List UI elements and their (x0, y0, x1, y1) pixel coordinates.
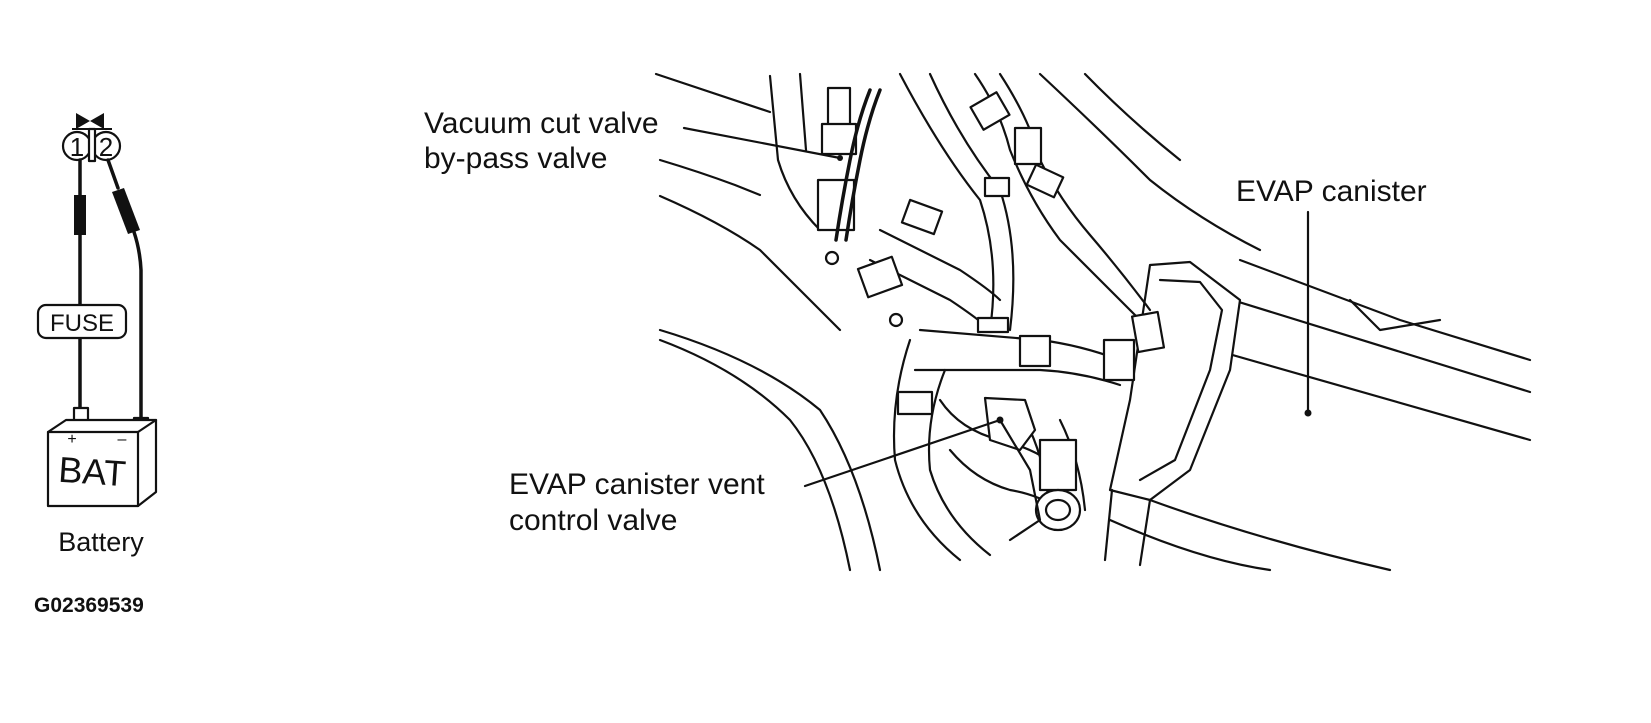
test-probe-1 (74, 195, 86, 235)
callout-vent-control-valve: EVAP canister vent control valve (509, 416, 1004, 537)
callout-vacuum-line-2: by-pass valve (424, 142, 607, 175)
connector-pin-2: 2 (99, 132, 113, 162)
evap-vent-control-valve (983, 396, 1082, 542)
connector-symbol: 1 2 (61, 113, 122, 163)
callout-vent-line-1: EVAP canister vent (509, 468, 765, 501)
battery-test-circuit: 1 2 FUSE + – BA (36, 113, 158, 557)
evap-hoses (868, 72, 1152, 562)
probe-wire-1 (74, 158, 86, 412)
evap-canister (1103, 260, 1242, 567)
callout-vacuum-cut-valve: Vacuum cut valve by-pass valve (424, 107, 843, 175)
leader-dot-vacuum (837, 155, 843, 161)
callout-evap-canister: EVAP canister (1236, 175, 1427, 417)
callout-canister-label: EVAP canister (1236, 175, 1427, 208)
battery-minus-sign: – (118, 431, 127, 448)
figure-id: G02369539 (34, 594, 144, 617)
fuse-symbol: FUSE (36, 303, 128, 340)
battery-plus-sign: + (67, 431, 76, 448)
hose-clamps (856, 91, 1166, 416)
leader-dot-vent (996, 416, 1004, 424)
vacuum-cut-valve (816, 86, 882, 266)
callout-vacuum-line-1: Vacuum cut valve (424, 107, 659, 140)
battery-label: BAT (57, 449, 127, 495)
callout-vent-line-2: control valve (509, 504, 677, 537)
battery-symbol: + – BAT (46, 406, 158, 508)
test-probe-2 (112, 188, 140, 234)
fuse-label: FUSE (50, 310, 114, 337)
leader-dot-canister (1304, 409, 1312, 417)
engine-bay-illustration (654, 72, 1532, 572)
connector-pin-1: 1 (70, 132, 84, 162)
probe-wire-2 (106, 158, 143, 422)
leader-line-vacuum (682, 126, 842, 160)
leader-line-vent (803, 418, 1002, 488)
battery-caption: Battery (58, 527, 144, 557)
